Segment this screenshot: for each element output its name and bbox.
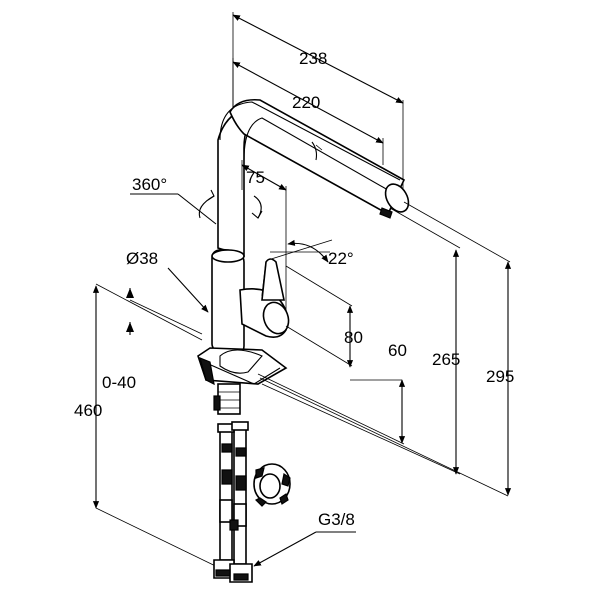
label-360: 360° — [132, 175, 167, 194]
dimension-75: 75 — [241, 160, 287, 312]
reference-lines — [95, 201, 511, 575]
dimension-265: 265 — [432, 249, 460, 475]
label-80: 80 — [344, 328, 363, 347]
label-265: 265 — [432, 350, 460, 369]
label-diameter: Ø38 — [126, 249, 158, 268]
angle-22: 22° — [267, 239, 354, 268]
mounting-nut — [253, 463, 291, 507]
diameter-38: Ø38 — [126, 249, 209, 313]
dimension-80: 80 — [285, 265, 363, 368]
label-220: 220 — [292, 93, 320, 112]
thread-callout: G3/8 — [253, 510, 356, 567]
label-295: 295 — [486, 367, 514, 386]
dimension-220: 220 — [232, 58, 384, 165]
label-60: 60 — [388, 341, 407, 360]
label-22: 22° — [328, 249, 354, 268]
rotation-360: 360° — [130, 175, 263, 225]
label-0-40: 0-40 — [102, 373, 136, 392]
faucet-body — [211, 248, 290, 356]
dimension-295: 295 — [486, 261, 514, 496]
dimension-460: 460 — [74, 285, 102, 509]
label-thread: G3/8 — [318, 510, 355, 529]
label-75: 75 — [246, 168, 265, 187]
dimension-60: 60 — [350, 341, 407, 444]
faucet-spout — [217, 98, 410, 258]
base-plate — [197, 347, 288, 386]
label-460: 460 — [74, 401, 102, 420]
dimension-0-40: 0-40 — [102, 288, 136, 392]
supply-hoses — [213, 383, 253, 583]
label-238: 238 — [299, 49, 327, 68]
